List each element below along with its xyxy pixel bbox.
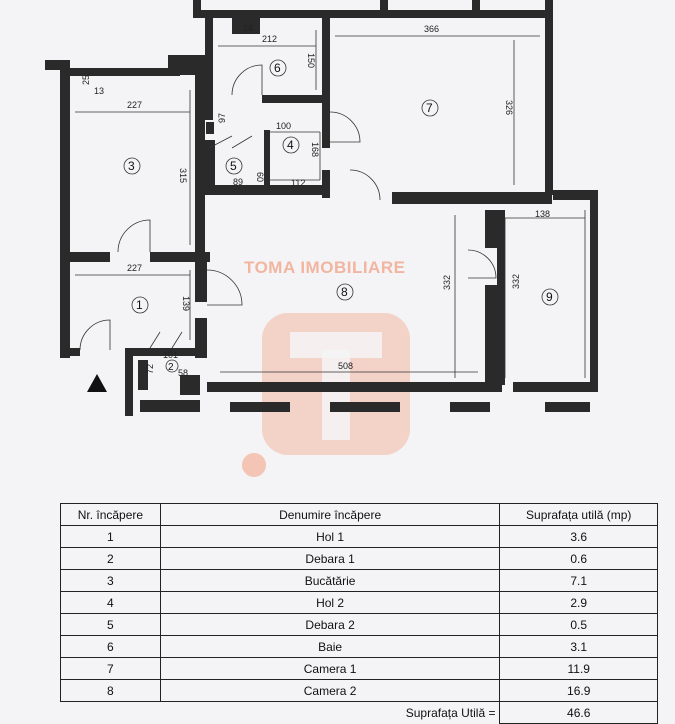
cell-room-number: 1 (60, 525, 161, 548)
dim-label: 100 (276, 121, 291, 131)
dim-label: 326 (504, 100, 514, 115)
total-value: 46.6 (499, 701, 658, 724)
watermark-logo (242, 313, 410, 477)
header-room-number: Nr. încăpere (60, 503, 161, 526)
dim-label: 212 (262, 34, 277, 44)
dim-label: 168 (310, 142, 320, 157)
dim-label: 332 (511, 274, 521, 289)
cell-room-area: 11.9 (499, 657, 658, 680)
cell-room-number: 8 (60, 679, 161, 702)
dim-label: 315 (178, 168, 188, 183)
cell-room-name: Hol 2 (159, 591, 501, 614)
room-label: 2 (168, 362, 174, 373)
cell-room-name: Bucătărie (159, 569, 501, 592)
cell-room-area: 0.6 (499, 547, 658, 570)
dim-label: 89 (233, 177, 243, 187)
dim-label: 58 (178, 368, 188, 378)
dim-label: 60 (255, 172, 265, 182)
total-blank-cell (61, 702, 161, 724)
room-label: 4 (287, 138, 294, 152)
table-row: 4 Hol 2 2.9 (60, 591, 658, 614)
cell-room-number: 6 (60, 635, 161, 658)
dimension-labels: 227 315 227 139 212 150 366 326 97 100 1… (81, 23, 550, 378)
table-row: 3 Bucătărie 7.1 (60, 569, 658, 592)
dim-label: 139 (181, 296, 191, 311)
table-row: 6 Baie 3.1 (60, 635, 658, 658)
room-label: 5 (230, 159, 237, 173)
dim-label: 101 (163, 350, 178, 360)
dim-label: 14 (243, 23, 253, 33)
floor-plan: 227 315 227 139 212 150 366 326 97 100 1… (45, 0, 598, 477)
room-label: 7 (426, 101, 433, 115)
table-row: 7 Camera 1 11.9 (60, 657, 658, 680)
dim-label: 508 (338, 361, 353, 371)
room-label: 8 (341, 285, 348, 299)
dim-label: 112 (291, 178, 305, 188)
dim-label: 227 (127, 263, 142, 273)
room-area-table: Nr. încăpere Denumire încăpere Suprafața… (60, 503, 658, 724)
cell-room-name: Debara 1 (159, 547, 501, 570)
plan-lines (75, 30, 586, 392)
cell-room-number: 5 (60, 613, 161, 636)
cell-room-area: 16.9 (499, 679, 658, 702)
room-labels: 1 2 3 4 5 6 7 8 9 (123, 59, 559, 373)
dim-label: 138 (535, 209, 550, 219)
table-row: 5 Debara 2 0.5 (60, 613, 658, 636)
table-header-row: Nr. încăpere Denumire încăpere Suprafața… (60, 503, 658, 526)
table-row: 1 Hol 1 3.6 (60, 525, 658, 548)
dim-label: 72 (145, 364, 155, 374)
watermark-brand: TOMA IMOBILIARE (244, 258, 406, 277)
cell-room-area: 7.1 (499, 569, 658, 592)
cell-room-area: 3.6 (499, 525, 658, 548)
header-usable-area: Suprafața utilă (mp) (499, 503, 658, 526)
cell-room-number: 4 (60, 591, 161, 614)
table-row: 2 Debara 1 0.6 (60, 547, 658, 570)
cell-room-area: 0.5 (499, 613, 658, 636)
table-total-row: Suprafața Utilă = 46.6 (61, 701, 658, 724)
table-row: 8 Camera 2 16.9 (60, 679, 658, 702)
dim-label: 25 (81, 75, 91, 85)
dim-label: 13 (94, 86, 104, 96)
walls (45, 0, 598, 416)
cell-room-name: Camera 2 (159, 679, 501, 702)
dim-label: 97 (217, 113, 227, 123)
dim-label: 227 (127, 100, 142, 110)
cell-room-name: Camera 1 (159, 657, 501, 680)
cell-room-name: Baie (159, 635, 501, 658)
dim-label: 332 (442, 275, 452, 290)
cell-room-name: Debara 2 (159, 613, 501, 636)
dim-label: 150 (306, 53, 316, 68)
cell-room-number: 2 (60, 547, 161, 570)
cell-room-number: 7 (60, 657, 161, 680)
cell-room-number: 3 (60, 569, 161, 592)
cell-room-name: Hol 1 (159, 525, 501, 548)
cell-room-area: 2.9 (499, 591, 658, 614)
room-label: 9 (546, 290, 553, 304)
total-label: Suprafața Utilă = (160, 701, 501, 724)
room-label: 3 (128, 159, 135, 173)
header-room-name: Denumire încăpere (159, 503, 501, 526)
room-label: 6 (274, 61, 281, 75)
cell-room-area: 3.1 (499, 635, 658, 658)
room-label: 1 (136, 298, 143, 312)
dim-label: 366 (424, 24, 439, 34)
